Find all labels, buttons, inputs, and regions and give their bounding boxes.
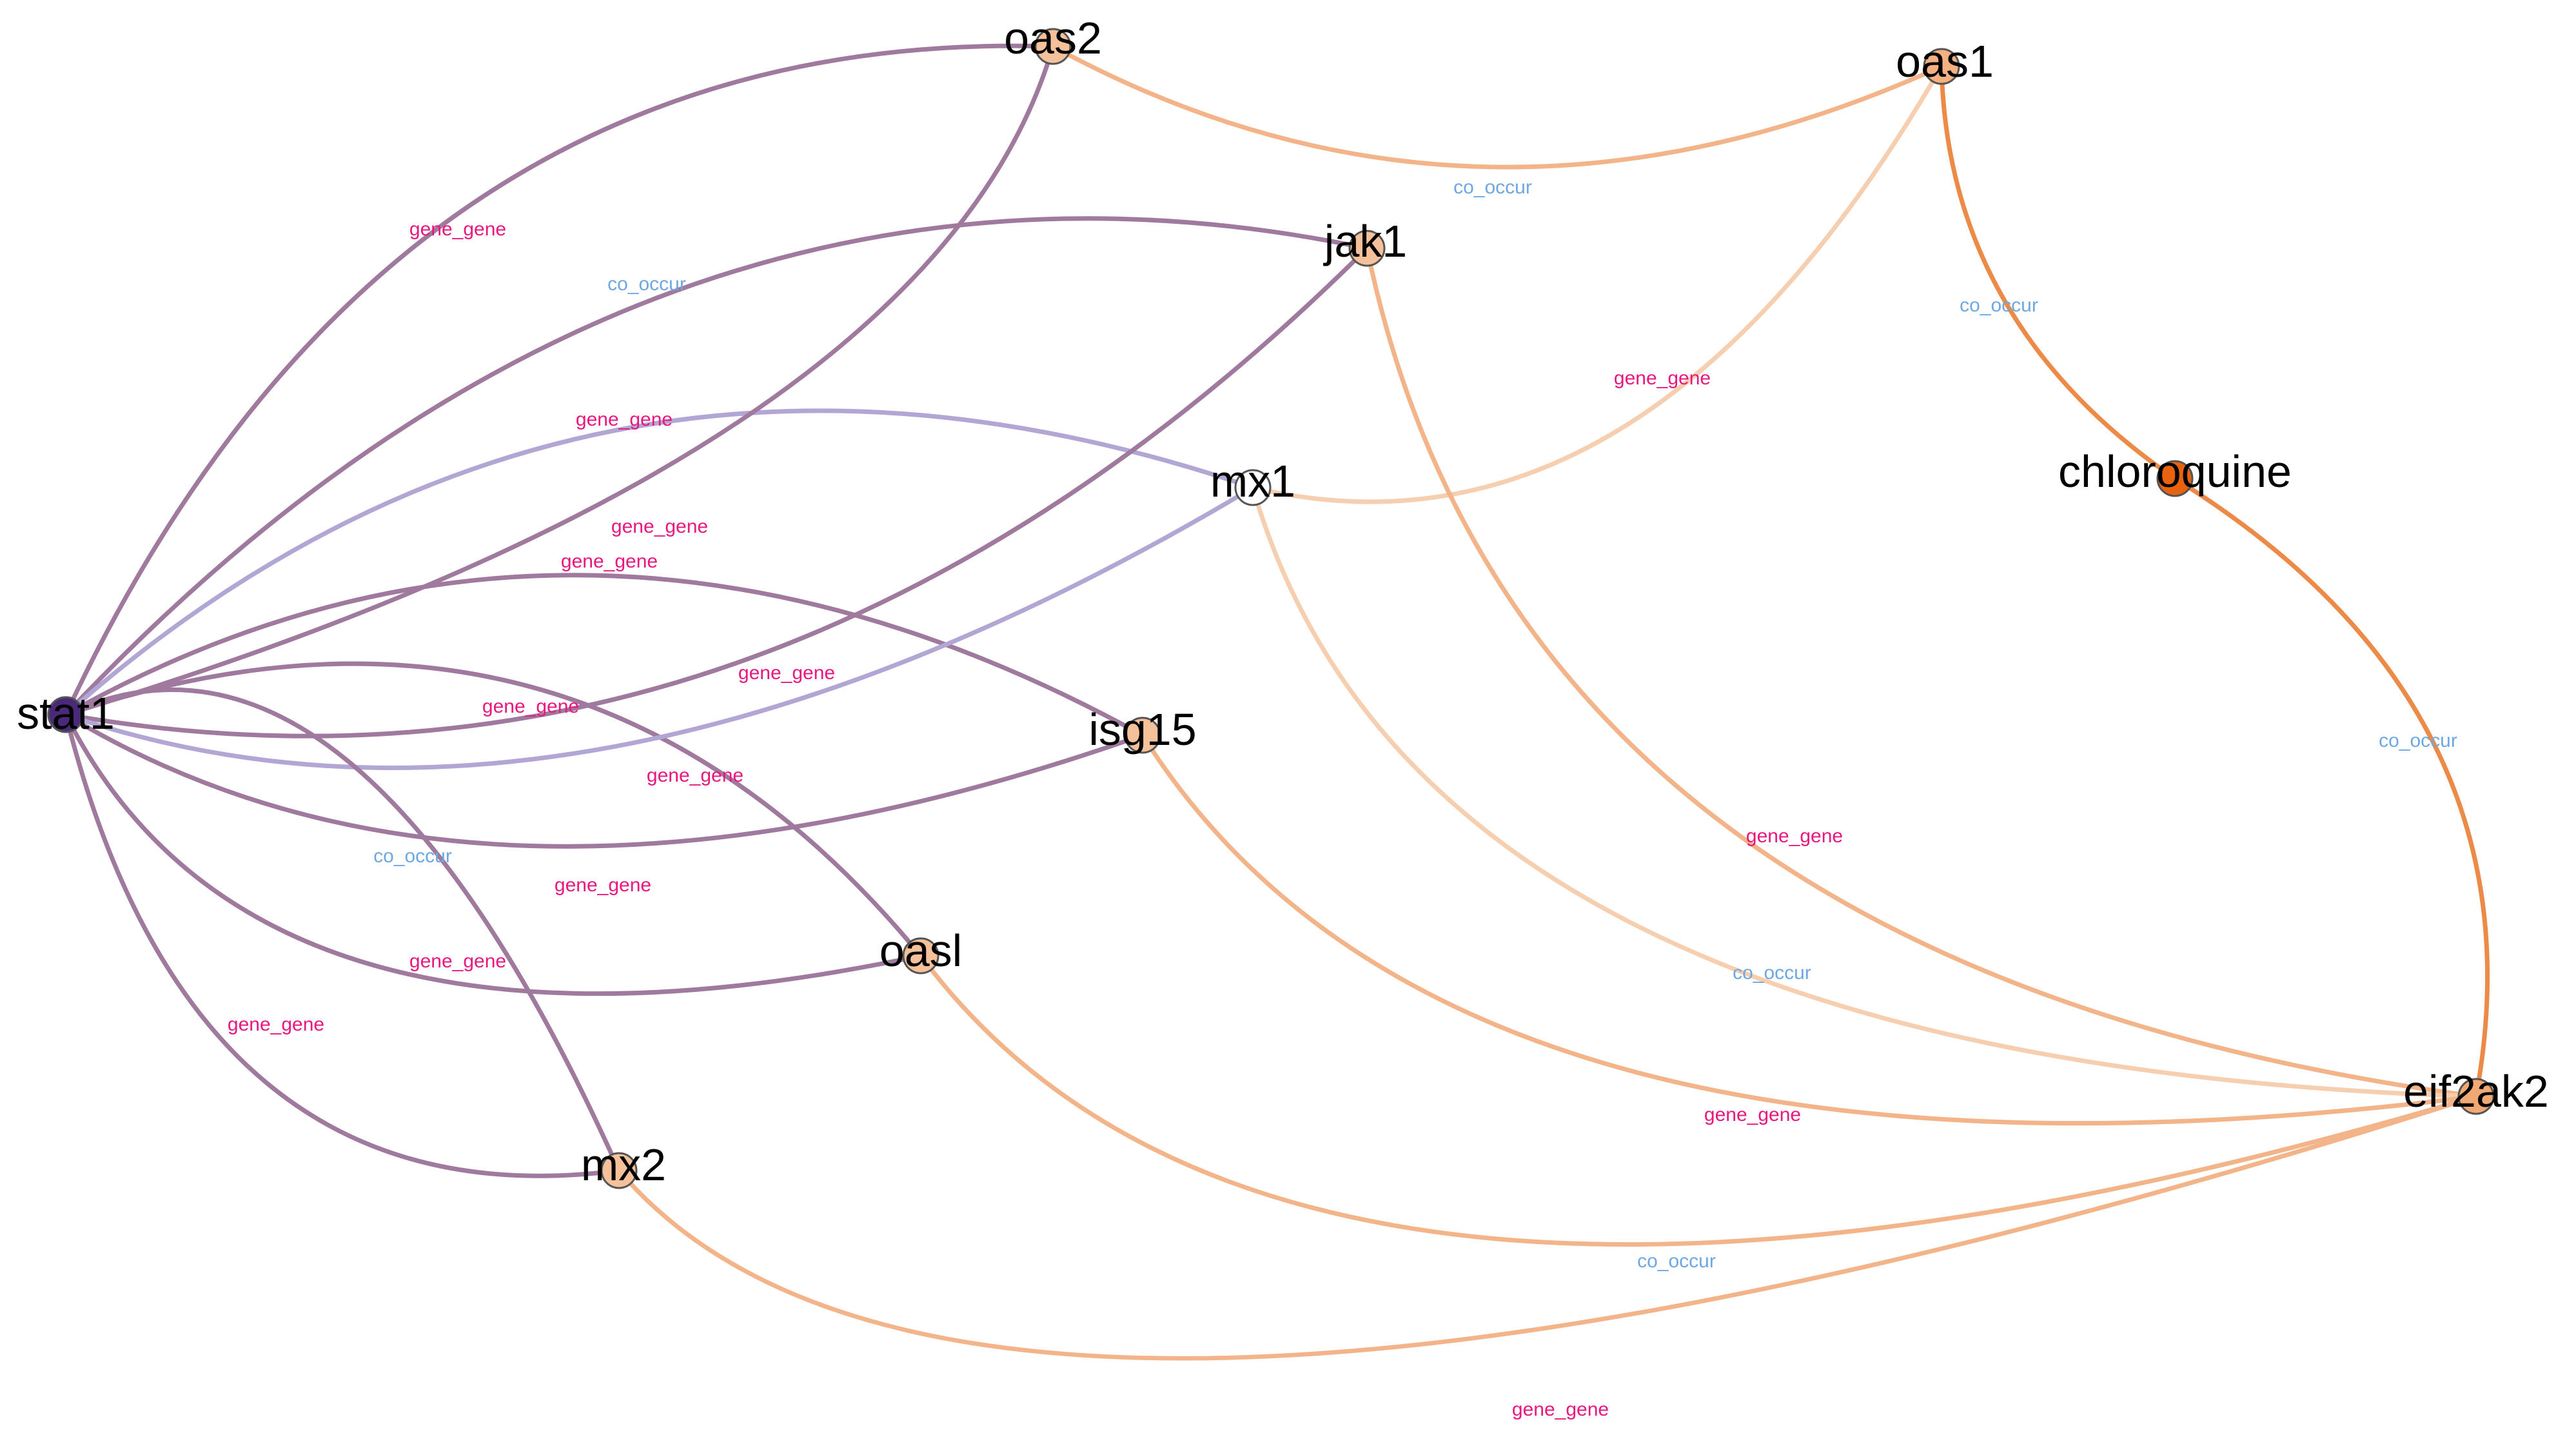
edge-stat1-jak1	[64, 216, 1368, 717]
edge-oas2-oas1	[1052, 44, 1943, 170]
edge-label: gene_gene	[738, 662, 835, 684]
edge-label: gene_gene	[611, 516, 708, 537]
node-eif2ak2[interactable]	[2457, 1078, 2495, 1115]
edge-label: gene_gene	[409, 951, 506, 972]
edge-mx2-eif2ak2	[617, 1094, 2477, 1361]
node-label-stat1: stat1	[17, 688, 115, 738]
edge-stat1-mx1	[64, 408, 1254, 717]
edge-stat1-oasl	[63, 713, 921, 996]
edge-stat1-mx2	[64, 687, 622, 1172]
edge-oas1-chloroquine	[1939, 66, 2176, 480]
edge-label: co_occur	[2379, 730, 2457, 751]
edge-stat1-oas2	[63, 43, 1054, 716]
edge-stat1-isg15	[64, 713, 1144, 849]
edge-chloroquine-eif2ak2	[2174, 477, 2490, 1097]
edge-stat1-jak1	[65, 246, 1369, 738]
edge-label: gene_gene	[1704, 1104, 1801, 1125]
edge-label: gene_gene	[228, 1014, 324, 1035]
edge-label: gene_gene	[482, 696, 579, 717]
edge-label: gene_gene	[561, 551, 658, 572]
edges-layer	[63, 43, 2490, 1361]
node-mx2[interactable]	[600, 1152, 638, 1189]
edge-label: gene_gene	[1512, 1399, 1609, 1420]
edge-labels-layer: gene_gene co_occur gene_gene gene_gene gene_…	[228, 177, 2457, 1420]
edge-label: co_occur	[1960, 295, 2038, 316]
edge-stat1-oas2	[64, 46, 1056, 717]
edge-label: gene_gene	[409, 219, 506, 240]
node-label-mx2: mx2	[581, 1140, 666, 1190]
edge-stat1-mx2	[63, 714, 620, 1178]
node-label-eif2ak2: eif2ak2	[2403, 1066, 2549, 1116]
edge-oas1-mx1	[1252, 65, 1944, 504]
edge-isg15-eif2ak2	[1141, 734, 2477, 1126]
edge-label: gene_gene	[1614, 368, 1711, 389]
node-oas1[interactable]	[1923, 48, 1960, 85]
edge-stat1-mx1	[64, 485, 1254, 771]
edge-stat1-oasl	[64, 661, 923, 958]
node-oasl[interactable]	[902, 937, 939, 975]
edge-label: co_occur	[1637, 1251, 1716, 1272]
node-label-isg15: isg15	[1088, 704, 1196, 755]
edge-stat1-isg15	[64, 573, 1144, 738]
edge-label: co_occur	[607, 273, 686, 295]
edge-label: co_occur	[373, 846, 452, 867]
node-jak1[interactable]	[1348, 230, 1386, 267]
nodes-layer	[47, 28, 2495, 1189]
edge-label: gene_gene	[1746, 826, 1843, 847]
edge-label: gene_gene	[576, 409, 673, 430]
node-label-oasl: oasl	[880, 925, 962, 976]
node-mx1[interactable]	[1234, 469, 1272, 506]
node-label-jak1: jak1	[1323, 216, 1407, 266]
node-isg15[interactable]	[1124, 717, 1161, 754]
node-label-chloroquine: chloroquine	[2058, 446, 2292, 497]
node-oas2[interactable]	[1034, 28, 1072, 65]
edge-mx1-eif2ak2	[1250, 487, 2477, 1099]
edge-label: co_occur	[1453, 177, 1532, 198]
edge-label: gene_gene	[647, 765, 743, 786]
node-label-mx1: mx1	[1210, 456, 1295, 506]
node-labels-layer: stat1 oas2 oas1 jak1 mx1 chloroquine isg15 oasl…	[17, 13, 2549, 1190]
edge-oasl-eif2ak2	[919, 954, 2477, 1247]
node-label-oas2: oas2	[1004, 13, 1102, 63]
node-label-oas1: oas1	[1896, 36, 1994, 86]
node-chloroquine[interactable]	[2156, 460, 2194, 497]
edge-jak1-eif2ak2	[1364, 248, 2477, 1099]
node-stat1[interactable]	[47, 696, 84, 733]
edge-label: gene_gene	[555, 875, 651, 896]
edge-label: co_occur	[1733, 962, 1811, 984]
